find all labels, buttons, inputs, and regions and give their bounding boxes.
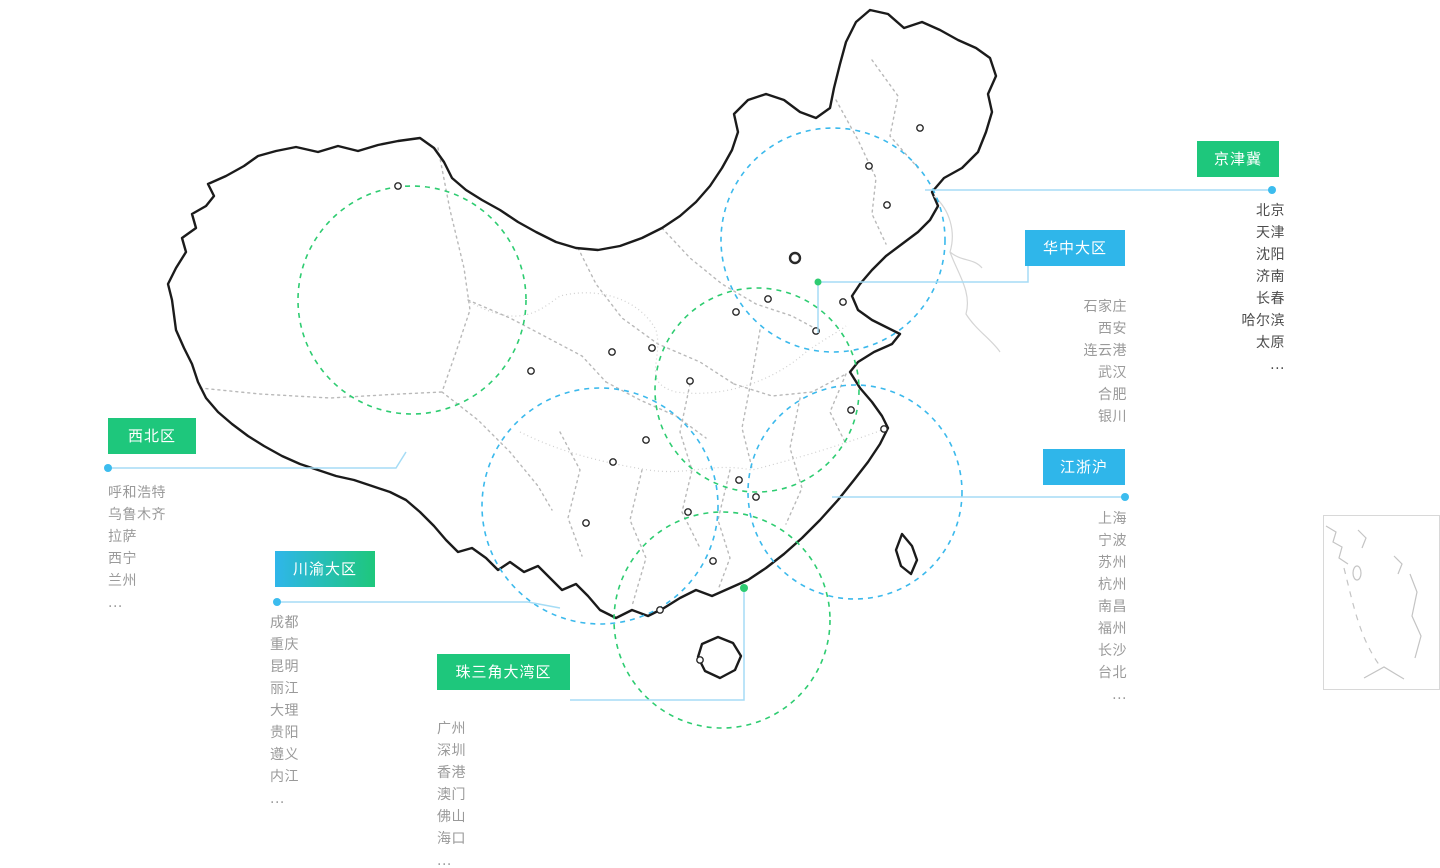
region-circle-huazhong	[654, 287, 860, 493]
hainan-island	[696, 635, 743, 680]
city-item: 丽江	[270, 681, 299, 697]
anchor-dots	[104, 186, 1276, 606]
region-label-zhusanjiao[interactable]: 珠三角大湾区	[437, 654, 570, 690]
connector-huazhong	[817, 266, 1029, 333]
city-item: 太原	[1256, 335, 1285, 351]
connector-xibei	[108, 451, 407, 469]
south-china-sea-sketch	[1325, 525, 1422, 680]
city-item: 兰州	[108, 573, 137, 589]
city-item: 宁波	[1098, 533, 1127, 549]
city-item: 呼和浩特	[108, 485, 166, 501]
river-lines	[469, 292, 883, 473]
region-circle-chuanyu	[481, 387, 719, 625]
city-item: 南昌	[1098, 599, 1127, 615]
city-item: 乌鲁木齐	[108, 507, 166, 523]
anchor-dot-zhusanjiao	[740, 584, 748, 592]
city-item: 昆明	[270, 659, 299, 675]
region-circle-jiangzhehu	[747, 384, 963, 600]
city-item: 苏州	[1098, 555, 1127, 571]
city-item: 福州	[1098, 621, 1127, 637]
beijing-marker	[788, 251, 802, 265]
region-label-jiangzhehu[interactable]: 江浙沪	[1043, 449, 1125, 485]
korea-outline	[933, 195, 1001, 353]
city-item: 西安	[1098, 321, 1127, 337]
city-item: ...	[108, 595, 123, 611]
city-list-chuanyu: 成都重庆昆明丽江大理贵阳遵义内江...	[270, 612, 299, 810]
city-list-xibei: 呼和浩特乌鲁木齐拉萨西宁兰州...	[108, 482, 166, 614]
city-list-jingjinji: 北京天津沈阳济南长春哈尔滨太原...	[1242, 200, 1286, 376]
city-item: 武汉	[1098, 365, 1127, 381]
city-list-huazhong: 石家庄西安连云港武汉合肥银川	[1084, 296, 1128, 428]
region-circle-jingjinji	[720, 127, 946, 353]
connector-zhusanjiao	[570, 588, 745, 701]
anchor-dot-jingjinji	[1268, 186, 1276, 194]
city-item: 石家庄	[1083, 299, 1127, 315]
city-item: ...	[270, 791, 285, 807]
city-item: 西宁	[108, 551, 137, 567]
city-item: 澳门	[437, 787, 466, 803]
city-item: 拉萨	[108, 529, 137, 545]
anchor-dot-huazhong	[814, 278, 822, 286]
city-item: 合肥	[1098, 387, 1127, 403]
city-item: 广州	[437, 721, 466, 737]
region-label-jingjinji[interactable]: 京津冀	[1197, 141, 1279, 177]
city-item: 佛山	[437, 809, 466, 825]
south-china-sea-inset	[1323, 515, 1440, 690]
city-item: 杭州	[1098, 577, 1127, 593]
city-item: 长沙	[1098, 643, 1127, 659]
city-item: 台北	[1098, 665, 1127, 681]
region-label-chuanyu[interactable]: 川渝大区	[275, 551, 375, 587]
city-item: 重庆	[270, 637, 299, 653]
city-list-zhusanjiao: 广州深圳香港澳门佛山海口...	[437, 718, 466, 868]
city-item: 贵阳	[270, 725, 299, 741]
city-item: 银川	[1098, 409, 1127, 425]
connector-chuanyu	[277, 601, 561, 609]
region-label-xibei[interactable]: 西北区	[108, 418, 196, 454]
city-item: 哈尔滨	[1241, 313, 1285, 329]
city-item: 大理	[270, 703, 299, 719]
province-borders	[199, 59, 919, 607]
anchor-dot-jiangzhehu	[1121, 493, 1129, 501]
city-item: 香港	[437, 765, 466, 781]
city-item: 连云港	[1083, 343, 1127, 359]
region-label-huazhong[interactable]: 华中大区	[1025, 230, 1125, 266]
anchor-dot-xibei	[104, 464, 112, 472]
city-item: 深圳	[437, 743, 466, 759]
city-item: 上海	[1098, 511, 1127, 527]
region-circle-xibei	[297, 185, 527, 415]
city-item: 海口	[437, 831, 466, 847]
city-item: 内江	[270, 769, 299, 785]
taiwan-island	[894, 532, 919, 576]
city-item: 遵义	[270, 747, 299, 763]
city-item: ...	[1112, 687, 1127, 703]
city-item: 济南	[1256, 269, 1285, 285]
anchor-dot-chuanyu	[273, 598, 281, 606]
city-item: 北京	[1256, 203, 1285, 219]
city-item: 天津	[1256, 225, 1285, 241]
city-item: 沈阳	[1256, 247, 1285, 263]
city-item: ...	[1270, 357, 1285, 373]
city-item: 长春	[1256, 291, 1285, 307]
region-circle-zhusanjiao	[613, 511, 831, 729]
city-list-jiangzhehu: 上海宁波苏州杭州南昌福州长沙台北...	[1098, 508, 1127, 706]
city-item: 成都	[270, 615, 299, 631]
city-item: ...	[437, 853, 452, 868]
city-markers	[394, 124, 924, 664]
